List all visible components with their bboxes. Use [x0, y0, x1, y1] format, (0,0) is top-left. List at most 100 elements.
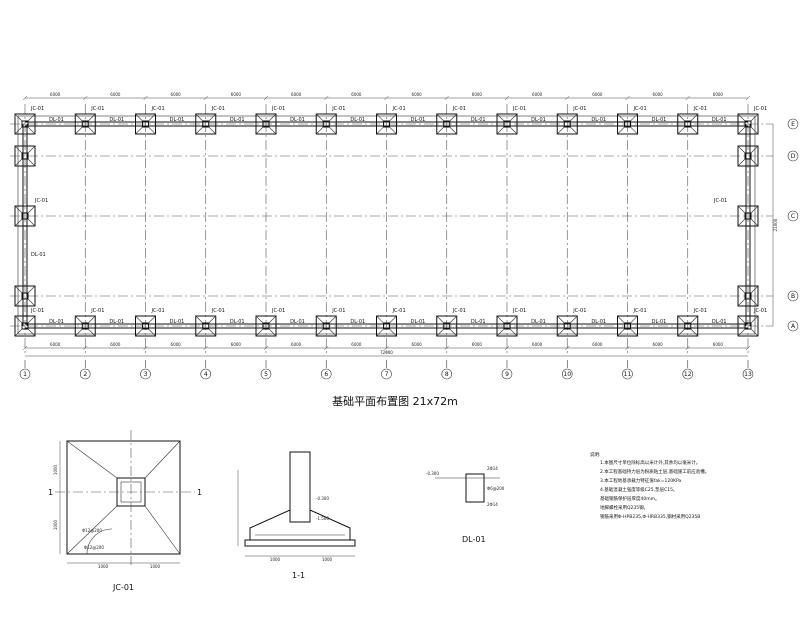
footing-slope: [436, 328, 444, 337]
axis-bubble: [200, 368, 212, 380]
footing-jc01: [617, 113, 638, 135]
dim-tick: [565, 95, 570, 101]
beam-label: DL-01: [471, 319, 486, 325]
footing-slope: [737, 285, 746, 294]
dim-text: 1000: [53, 464, 58, 475]
footing-slope: [690, 113, 698, 122]
dim-text: 1000: [270, 557, 281, 562]
beam-label: DL-01: [290, 319, 305, 325]
footing-slope: [255, 315, 264, 324]
footing-slope: [14, 145, 23, 154]
dim-tick: [22, 95, 28, 101]
footing-jc01: [135, 113, 156, 135]
footing-slope: [27, 218, 36, 227]
dim-text: 6000: [653, 342, 664, 347]
dim-text: 1000: [322, 557, 333, 562]
beam-label: DL-01: [652, 319, 667, 325]
footing-jc01: [14, 285, 36, 307]
column-pier: [744, 212, 752, 220]
footing-label: JC-01: [90, 308, 104, 314]
column-pier: [443, 322, 451, 330]
footing-label: JC-01: [713, 198, 727, 204]
footing-slope: [268, 113, 277, 122]
column-pier: [21, 322, 29, 330]
footing-slope: [750, 145, 759, 154]
dim-tick: [324, 345, 329, 351]
footing-slope: [750, 315, 759, 324]
footing-slope: [750, 113, 759, 122]
footing-slope: [750, 126, 759, 135]
footing-slope: [389, 113, 397, 122]
footing-label: JC-01: [512, 308, 526, 314]
axis-bubble: [260, 368, 272, 380]
dim-text: 6000: [592, 92, 603, 97]
footing-jc01: [737, 285, 759, 307]
slope-line: [66, 440, 118, 479]
footing-slope: [14, 328, 23, 337]
dim-text: 6000: [472, 92, 483, 97]
column-pier: [383, 322, 390, 330]
footing-slope: [14, 315, 23, 324]
footing-slope: [75, 113, 83, 122]
dim-text: 6000: [713, 92, 724, 97]
dim-text: 1000: [150, 564, 161, 569]
axis-label: 12: [684, 371, 692, 378]
dim-text: 6000: [50, 342, 61, 347]
column-pier: [322, 322, 330, 330]
footing-slope: [329, 315, 337, 324]
footing-slope: [88, 315, 96, 324]
footing-label: JC-01: [30, 308, 44, 314]
axis-bubble: [501, 368, 513, 380]
column-pier: [262, 120, 270, 128]
dim-tick: [324, 95, 329, 101]
column-pier: [744, 292, 752, 300]
footing-slope: [14, 218, 23, 227]
footing-slope: [376, 328, 384, 337]
beam-label: DL-01: [411, 319, 426, 325]
footing-slope: [496, 126, 505, 135]
footing-slope: [737, 315, 746, 324]
footing-slope: [14, 158, 23, 167]
footing-slope: [750, 158, 759, 167]
footing-label: JC-01: [633, 106, 647, 112]
footing-label: JC-01: [151, 308, 165, 314]
footing-slope: [630, 126, 638, 135]
footing-label: JC-01: [392, 106, 406, 112]
axis-label: 10: [563, 371, 571, 378]
axis-bubble: [79, 368, 91, 380]
footing-slope: [557, 315, 565, 324]
footing-jc01: [14, 205, 36, 227]
dim-tick: [143, 345, 148, 351]
beam-label: DL-01: [591, 319, 606, 325]
footing-label: JC-01: [392, 308, 406, 314]
column-pier: [744, 120, 752, 128]
footing-jc01: [737, 205, 759, 227]
footing-slope: [436, 113, 444, 122]
footing-slope: [750, 285, 759, 294]
footing-label: JC-01: [30, 106, 44, 112]
beam-title: DL-01: [462, 535, 486, 544]
dim-text: 6000: [171, 342, 182, 347]
notes-line: 4.基础混凝土强度等级C25,垫层C15。: [600, 486, 677, 493]
level-label: -1.500: [316, 516, 329, 521]
footing-slope: [208, 328, 216, 337]
footing-jc01: [496, 113, 518, 135]
footing-jc01: [737, 113, 759, 135]
footing-jc01: [195, 315, 217, 337]
footing-slope: [148, 315, 156, 324]
footing-label: JC-01: [452, 308, 466, 314]
footing-jc01: [436, 315, 458, 337]
dim-text: 72000: [380, 350, 393, 355]
footing-slope: [27, 298, 36, 307]
dim-tick: [22, 345, 28, 351]
axis-bubble: [19, 368, 31, 380]
footing-slope: [75, 126, 83, 135]
column-pier: [744, 152, 752, 160]
footing-slope: [690, 126, 698, 135]
column-pier: [684, 120, 692, 128]
dim-text: 6000: [351, 342, 362, 347]
footing-slope: [14, 113, 23, 122]
axis-label: 11: [624, 371, 632, 378]
axis-bubble: [682, 368, 694, 380]
axis-bubble: [787, 118, 799, 130]
